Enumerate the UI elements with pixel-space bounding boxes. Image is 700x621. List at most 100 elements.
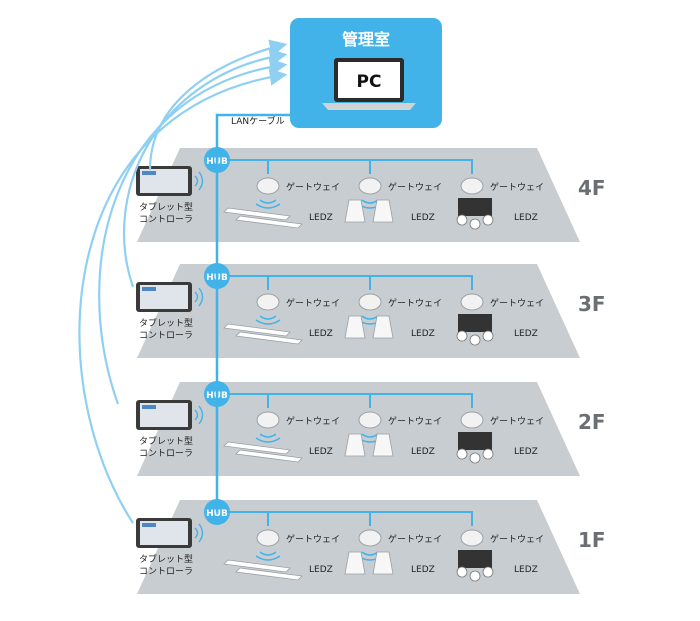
ledz-label: LEDZ	[309, 329, 333, 339]
downlight-icon	[456, 198, 494, 230]
gateway-label: ゲートウェイ	[388, 533, 442, 545]
control-room-title: 管理室	[342, 30, 390, 49]
control-room: 管理室 PC	[290, 18, 442, 128]
wireless-icon	[194, 291, 199, 303]
gateway: ゲートウェイ	[357, 177, 442, 209]
wireless-icon	[198, 171, 204, 191]
wireless-icon	[255, 319, 281, 325]
tablet-controller-icon	[136, 518, 204, 548]
gateway-icon	[358, 293, 382, 311]
spot-light-icon	[344, 199, 366, 223]
tablet-label-line2: コントローラ	[139, 448, 193, 459]
wireless-icon	[259, 551, 277, 556]
wireless-icon	[259, 199, 277, 204]
gateway-label: ゲートウェイ	[490, 297, 544, 309]
wireless-icon	[194, 527, 199, 539]
tablet-link-2f	[98, 58, 288, 405]
gateway-label: ゲートウェイ	[388, 415, 442, 427]
ledz-label: LEDZ	[309, 213, 333, 223]
ledz-label: LEDZ	[514, 329, 538, 339]
linear-light-icon	[223, 559, 303, 581]
wireless-icon	[259, 315, 277, 320]
tablet-label-line2: コントローラ	[139, 566, 193, 577]
floor-label: 4F	[578, 176, 606, 200]
linear-light-icon	[223, 323, 303, 345]
gateway-icon	[460, 177, 484, 195]
spot-light-icon	[344, 551, 366, 575]
spot-light-icon	[344, 433, 366, 457]
tablet-label-line1: タブレット型	[139, 435, 193, 447]
gateway: ゲートウェイ	[459, 293, 544, 325]
ledz-label: LEDZ	[411, 447, 435, 457]
wireless-icon	[194, 409, 199, 421]
lan-cable-backbone	[215, 113, 290, 512]
spot-light-icon	[372, 551, 394, 575]
gateway: ゲートウェイ	[255, 529, 340, 561]
floor-plate	[137, 500, 580, 594]
gateway-label: ゲートウェイ	[490, 415, 544, 427]
gateway-icon	[256, 411, 280, 429]
pc-label: PC	[357, 72, 382, 92]
floor-plate	[137, 382, 580, 476]
gateway-label: ゲートウェイ	[286, 297, 340, 309]
spot-light-icon	[372, 315, 394, 339]
gateway-icon	[460, 293, 484, 311]
ledz-label: LEDZ	[309, 565, 333, 575]
downlight-icon	[456, 550, 494, 582]
gateway-icon	[256, 177, 280, 195]
tablet-link-1f	[78, 68, 288, 524]
hub-links	[226, 393, 473, 408]
gateway: ゲートウェイ	[255, 411, 340, 443]
tablet-controller-icon	[136, 400, 204, 430]
tablet-controller-icon	[136, 282, 204, 312]
gateway-label: ゲートウェイ	[388, 297, 442, 309]
tablet-label-line2: コントローラ	[139, 214, 193, 225]
linear-light-icon	[223, 441, 303, 463]
gateway-label: ゲートウェイ	[286, 415, 340, 427]
gateway: ゲートウェイ	[255, 293, 340, 325]
tablet-link-4f	[148, 39, 288, 171]
gateway-icon	[460, 529, 484, 547]
tablet-label-line1: タブレット型	[139, 201, 193, 213]
hub-links	[226, 275, 473, 290]
wireless-icon	[259, 433, 277, 438]
floor-plate	[137, 148, 580, 242]
spot-light-icon	[372, 433, 394, 457]
hub-links	[226, 511, 473, 526]
gateway-label: ゲートウェイ	[286, 181, 340, 193]
gateway-icon	[358, 177, 382, 195]
ledz-label: LEDZ	[514, 447, 538, 457]
floor-label: 2F	[578, 410, 606, 434]
spot-light-icon	[372, 199, 394, 223]
ledz-label: LEDZ	[411, 329, 435, 339]
wireless-icon	[255, 555, 281, 561]
gateway-label: ゲートウェイ	[388, 181, 442, 193]
wireless-icon	[198, 287, 204, 307]
gateway: ゲートウェイ	[255, 177, 340, 209]
tablet-controller-icon	[136, 166, 204, 196]
gateway-icon	[256, 529, 280, 547]
gateway: ゲートウェイ	[357, 293, 442, 325]
wireless-icon	[255, 437, 281, 443]
tablet-label-line1: タブレット型	[139, 317, 193, 329]
ledz-label: LEDZ	[411, 565, 435, 575]
gateway-icon	[358, 411, 382, 429]
ledz-label: LEDZ	[514, 213, 538, 223]
tablet-label-line2: コントローラ	[139, 330, 193, 341]
gateway-icon	[460, 411, 484, 429]
downlight-icon	[456, 432, 494, 464]
spot-light-icon	[344, 315, 366, 339]
ledz-label: LEDZ	[514, 565, 538, 575]
wireless-icon	[255, 203, 281, 209]
tablet-link-3f	[123, 48, 288, 288]
lan-cable-label: LANケーブル	[231, 115, 285, 127]
tablet-label-line1: タブレット型	[139, 553, 193, 565]
hub-links	[226, 159, 473, 174]
linear-light-icon	[223, 207, 303, 229]
gateway-label: ゲートウェイ	[490, 533, 544, 545]
floor-plate	[137, 264, 580, 358]
gateway-icon	[358, 529, 382, 547]
downlight-icon	[456, 314, 494, 346]
